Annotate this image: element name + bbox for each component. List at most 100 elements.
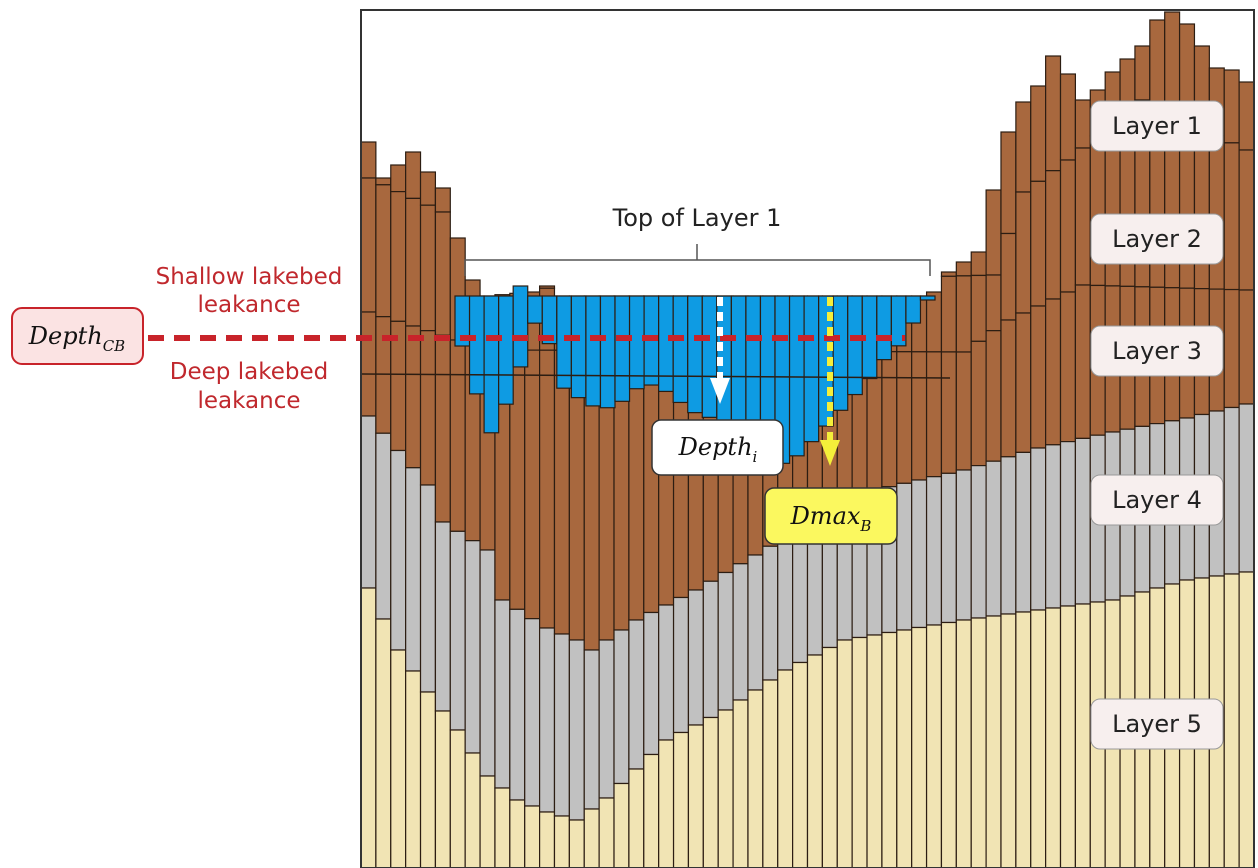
top-of-layer-1-bracket: Top of Layer 1: [464, 204, 931, 276]
column-layer-2: [1238, 149, 1255, 291]
column-layer-2: [1015, 191, 1032, 314]
depth-i-subscript: i: [753, 448, 758, 466]
column-layer-1: [1000, 131, 1017, 235]
column-layer-4: [985, 460, 1002, 617]
column-layer-4: [598, 639, 615, 799]
column-layer-4: [687, 589, 704, 726]
column-layer-2: [1045, 170, 1062, 300]
column-layer-3: [419, 330, 437, 486]
top-of-layer-1-label: Top of Layer 1: [612, 204, 782, 232]
depth-cb-box: DepthCB: [11, 307, 144, 365]
lake-cell: [919, 295, 936, 301]
lake-cell: [614, 295, 631, 402]
lake-cell: [483, 295, 500, 434]
column-layer-3: [955, 351, 972, 471]
column-layer-4: [479, 549, 496, 777]
column-layer-4: [1238, 403, 1255, 573]
lake-cell: [687, 295, 703, 414]
column-layer-5: [687, 724, 704, 868]
column-layer-5: [717, 709, 734, 868]
layer-5-label: Layer 5: [1112, 710, 1202, 738]
column-layer-3: [628, 349, 645, 621]
column-layer-5: [449, 729, 466, 868]
column-layer-5: [940, 621, 957, 868]
column-layer-1: [1149, 19, 1166, 108]
column-layer-3: [643, 350, 660, 614]
column-layer-4: [390, 449, 407, 651]
column-layer-4: [1030, 447, 1047, 611]
column-layer-3: [360, 311, 377, 417]
column-layer-5: [881, 631, 898, 868]
column-layer-4: [896, 482, 913, 631]
lake-cell: [832, 295, 849, 411]
dmax-b-label: Dmax: [790, 502, 861, 530]
column-layer-3: [1223, 288, 1240, 409]
lake-cell: [599, 295, 616, 409]
column-layer-5: [509, 799, 526, 868]
column-layer-5: [821, 646, 838, 868]
column-layer-5: [479, 775, 496, 868]
column-layer-4: [1223, 406, 1240, 575]
svg-text:Depthi: Depthi: [678, 433, 758, 466]
column-layer-4: [434, 521, 451, 712]
column-layer-1: [375, 177, 392, 186]
column-layer-5: [405, 670, 422, 868]
column-layer-5: [911, 626, 928, 868]
column-layer-3: [970, 340, 987, 467]
column-layer-3: [1015, 312, 1032, 453]
column-layer-2: [955, 275, 972, 353]
depth-cb-label: Depth: [28, 322, 103, 350]
layer-4-label: Layer 4: [1112, 486, 1202, 514]
column-layer-5: [1015, 611, 1032, 868]
deep-leakance-label-line1: Deep lakebed: [170, 359, 328, 385]
layer-3-label: Layer 3: [1112, 337, 1202, 365]
column-layer-1: [360, 141, 377, 179]
column-layer-4: [419, 484, 437, 693]
column-layer-5: [1030, 609, 1047, 868]
column-layer-4: [955, 469, 972, 621]
column-layer-5: [955, 619, 972, 868]
column-layer-4: [613, 629, 630, 785]
dmax-b-box: DmaxB: [764, 487, 898, 545]
column-layer-2: [925, 291, 943, 353]
column-layer-4: [940, 472, 957, 624]
column-layer-4: [792, 528, 809, 664]
column-layer-3: [553, 349, 570, 635]
column-layer-4: [925, 476, 943, 626]
column-layer-5: [762, 679, 779, 868]
column-layer-1: [1045, 55, 1062, 172]
column-layer-5: [1074, 603, 1091, 868]
column-layer-1: [955, 261, 972, 277]
column-layer-3: [524, 349, 541, 620]
column-layer-3: [1059, 291, 1077, 443]
column-layer-5: [538, 811, 556, 868]
column-layer-4: [405, 467, 422, 672]
column-layer-5: [836, 639, 853, 868]
dmax-b-arrow: [820, 297, 840, 466]
column-layer-1: [390, 164, 407, 193]
column-layer-2: [405, 197, 422, 327]
shallow-leakance-label-line1: Shallow lakebed: [156, 264, 343, 290]
column-layer-4: [747, 554, 764, 691]
column-layer-5: [419, 691, 437, 868]
column-layer-2: [1074, 147, 1091, 286]
column-layer-3: [449, 339, 466, 532]
column-layer-4: [538, 627, 556, 813]
column-layer-5: [360, 587, 377, 868]
column-layer-4: [583, 649, 600, 810]
column-layer-4: [568, 639, 585, 821]
layer-4-label-box: Layer 4: [1090, 474, 1224, 526]
column-layer-4: [375, 432, 392, 620]
column-layer-3: [375, 316, 392, 434]
column-layer-1: [985, 189, 1002, 276]
column-layer-4: [777, 536, 794, 671]
column-layer-5: [643, 753, 660, 868]
column-layer-4: [509, 608, 526, 801]
column-layer-5: [568, 819, 585, 868]
column-layer-5: [524, 805, 541, 868]
column-layer-2: [1223, 142, 1240, 291]
column-layer-5: [702, 716, 719, 868]
column-layer-5: [672, 731, 690, 868]
lake-cell: [498, 295, 514, 405]
